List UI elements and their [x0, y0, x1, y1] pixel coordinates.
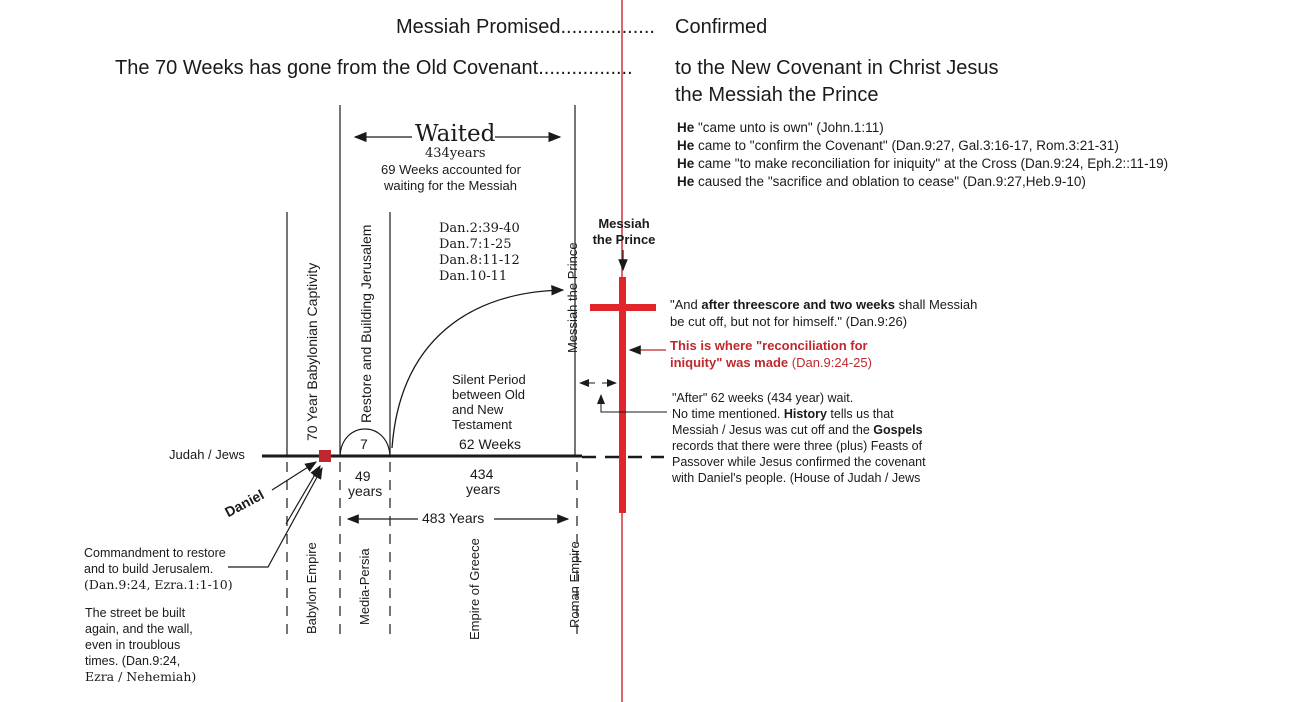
quote-line1: "And after threescore and two weeks shal… [670, 297, 978, 312]
y434-label: 434 [470, 466, 494, 482]
after-block: "After" 62 weeks (434 year) wait. No tim… [672, 390, 926, 486]
after-pointer [597, 394, 667, 413]
judah-label: Judah / Jews [169, 447, 245, 462]
header-line3-right: the Messiah the Prince [675, 84, 879, 106]
y483-label: 483 Years [422, 510, 485, 526]
curve-arrow [391, 285, 565, 449]
silent-period: Silent Period between Old and New Testam… [452, 372, 526, 432]
dan-ref: Dan.8:11-12 [439, 253, 520, 268]
label-rome: Roman Empire [567, 541, 582, 628]
messiah-label-line2: the Prince [592, 232, 656, 247]
he-item: He "came unto is own" (John.1:11) [677, 120, 884, 135]
quote-line2: be cut off, but not for himself." (Dan.9… [670, 314, 908, 329]
cross-vertical [619, 277, 626, 513]
street-line: even in troublous [85, 638, 181, 652]
header-line1-right: Confirmed [675, 16, 768, 38]
cross-horizontal [590, 304, 656, 311]
seven-label: 7 [360, 436, 368, 452]
label-media: Media-Persia [357, 548, 372, 625]
messiah-label: Messiah the Prince [589, 216, 659, 248]
label-captivity: 70 Year Babylonian Captivity [304, 262, 320, 441]
header-line1-left: Messiah Promised................. [396, 16, 655, 38]
silent-line: Silent Period [452, 372, 526, 387]
he-item: He came "to make reconciliation for iniq… [677, 156, 1169, 171]
after-line: Messiah / Jesus was cut off and the Gosp… [672, 423, 923, 437]
commandment-block: Commandment to restore and to build Jeru… [84, 545, 233, 593]
y49b-label: years [348, 483, 383, 499]
commandment-pointer [228, 466, 323, 568]
y49-label: 49 [355, 468, 371, 484]
label-messiah: Messiah the Prince [565, 242, 580, 353]
street-line: Ezra / Nehemiah) [85, 669, 197, 684]
y434b-label: years [466, 481, 501, 497]
after-line: No time mentioned. History tells us that [672, 407, 894, 421]
quote-block: "And after threescore and two weeks shal… [670, 296, 977, 330]
waited-line2: waiting for the Messiah [384, 178, 517, 193]
label-babylon: Babylon Empire [304, 542, 319, 634]
silent-line: and New [452, 402, 504, 417]
commandment-line: Commandment to restore [84, 546, 226, 560]
daniel-arrow-1 [271, 461, 318, 491]
label-restore: Restore and Building Jerusalem [358, 224, 374, 423]
recon-line1: This is where "reconciliation for [670, 338, 868, 353]
commandment-line: and to build Jerusalem. [84, 562, 214, 576]
waited-years: 434years [425, 146, 486, 161]
street-line: The street be built [85, 606, 186, 620]
after-line: Passover while Jesus confirmed the coven… [672, 455, 926, 469]
after-line: records that there were three (plus) Fea… [672, 439, 923, 453]
he-item: He caused the "sacrifice and oblation to… [677, 174, 1086, 189]
after-line: with Daniel's people. (House of Judah / … [672, 471, 921, 485]
header-line2-right: to the New Covenant in Christ Jesus [675, 57, 999, 79]
dan-ref: Dan.2:39-40 [439, 221, 520, 236]
after-line: "After" 62 weeks (434 year) wait. [672, 391, 854, 405]
header-line2-left: The 70 Weeks has gone from the Old Coven… [115, 57, 633, 79]
daniel-arrow-2 [285, 464, 321, 525]
weeks62-label: 62 Weeks [459, 436, 521, 452]
silent-line: Testament [452, 417, 512, 432]
commandment-line: (Dan.9:24, Ezra.1:1-10) [84, 577, 233, 592]
waited-title: Waited [415, 121, 496, 147]
messiah-label-line1: Messiah [598, 216, 650, 231]
recon-line2: iniquity" was made (Dan.9:24-25) [670, 355, 872, 370]
street-line: times. (Dan.9:24, [85, 654, 181, 668]
label-greece: Empire of Greece [467, 538, 482, 640]
he-item: He came to "confirm the Covenant" (Dan.9… [677, 138, 1119, 153]
he-list: He "came unto is own" (John.1:11) He cam… [677, 119, 1168, 191]
reconciliation-block: This is where "reconciliation for iniqui… [670, 337, 872, 371]
dan-ref: Dan.7:1-25 [439, 237, 512, 252]
seven-arc [339, 428, 391, 457]
daniel-marker [319, 450, 331, 462]
street-line: again, and the wall, [85, 622, 193, 636]
dan-ref: Dan.10-11 [439, 269, 508, 284]
dan-refs: Dan.2:39-40 Dan.7:1-25 Dan.8:11-12 Dan.1… [439, 221, 520, 285]
street-block: The street be built again, and the wall,… [85, 605, 196, 685]
silent-line: between Old [452, 387, 525, 402]
waited-line1: 69 Weeks accounted for [381, 162, 521, 177]
